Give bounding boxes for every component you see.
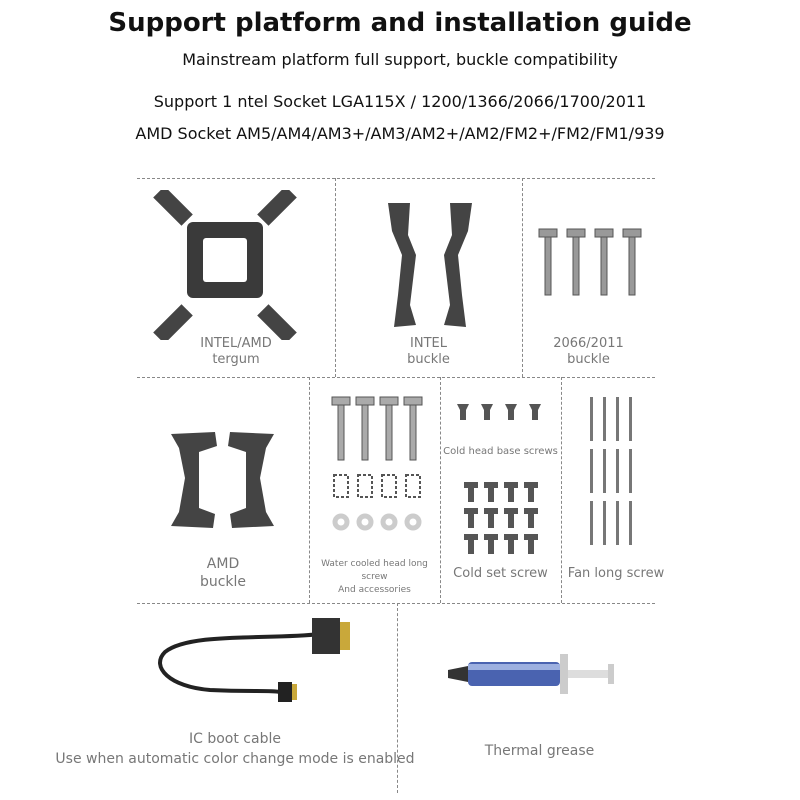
screw-mark (504, 534, 518, 554)
tergum-image (153, 190, 297, 340)
tergum-caption: tergum (212, 352, 260, 367)
intel-buckle-caption: buckle (407, 352, 450, 367)
thermal-grease-image (448, 654, 614, 694)
ic-cable-label: IC boot cable (189, 731, 281, 747)
long-screw-caption: And accessories (338, 585, 411, 595)
thermal-grease-label: Thermal grease (484, 743, 595, 759)
divider (440, 377, 441, 603)
divider (522, 178, 523, 377)
base-screws-label: Cold head base screws (443, 446, 558, 457)
screw-mark (464, 482, 478, 502)
screw-mark (590, 397, 593, 441)
divider (137, 178, 655, 179)
screw-mark (590, 449, 593, 493)
intel-support: Support 1 ntel Socket LGA115X / 1200/136… (153, 92, 647, 111)
divider (335, 178, 336, 377)
buckle-2066-caption: buckle (567, 352, 610, 367)
amd-buckle-caption: buckle (199, 574, 247, 590)
screw-mark (616, 397, 619, 441)
ic-cable-image (158, 618, 350, 702)
amd-support: AMD Socket AM5/AM4/AM3+/AM3/AM2+/AM2/FM2… (135, 124, 665, 143)
screw-mark (616, 501, 619, 545)
screw-mark (603, 501, 606, 545)
screw-mark (504, 482, 518, 502)
divider (397, 603, 398, 793)
screw-mark (629, 501, 632, 545)
screw-mark (603, 449, 606, 493)
screw-mark (629, 397, 632, 441)
screw-mark (629, 449, 632, 493)
amd-buckle-label: AMD (206, 556, 240, 572)
tergum-label: INTEL/AMD (200, 336, 272, 351)
long-screw-image (331, 396, 423, 531)
buckle-2066-image (538, 228, 642, 296)
subtitle: Mainstream platform full support, buckle… (182, 50, 618, 69)
screw-mark (504, 508, 518, 528)
divider (137, 377, 655, 378)
screw-mark (484, 482, 498, 502)
screw-mark (524, 508, 538, 528)
base-screws-image (457, 404, 541, 420)
intel-buckle-image (388, 203, 472, 327)
cold-set-screw-image (464, 482, 538, 554)
divider (561, 377, 562, 603)
divider (309, 377, 310, 603)
page-title: Support platform and installation guide (108, 8, 692, 38)
ic-cable-caption: Use when automatic color change mode is … (55, 751, 415, 767)
long-screw-label: Water cooled head long screw (321, 559, 428, 582)
screw-mark (464, 508, 478, 528)
buckle-2066-label: 2066/2011 (553, 336, 624, 351)
fan-long-screw-label: Fan long screw (567, 566, 665, 581)
screw-mark (524, 482, 538, 502)
divider (137, 603, 655, 604)
screw-mark (603, 397, 606, 441)
screw-mark (484, 508, 498, 528)
screw-mark (484, 534, 498, 554)
screw-mark (524, 534, 538, 554)
screw-mark (464, 534, 478, 554)
screw-mark (616, 449, 619, 493)
fan-long-screw-image (590, 397, 632, 545)
screw-mark (590, 501, 593, 545)
amd-buckle-image (171, 432, 274, 528)
cold-set-screw-label: Cold set screw (453, 566, 548, 581)
intel-buckle-label: INTEL (410, 336, 447, 351)
